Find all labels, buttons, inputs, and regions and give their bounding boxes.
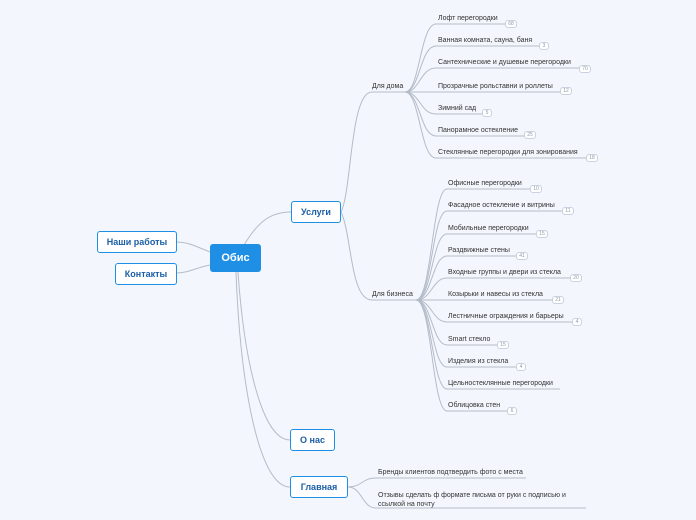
count-badge: 4 (572, 318, 582, 326)
node-services[interactable]: Услуги (291, 201, 341, 223)
topic-home-item[interactable]: Лофт перегородки (438, 15, 498, 22)
topic-business-item[interactable]: Изделия из стекла (448, 358, 509, 365)
sub-business[interactable]: Для бизнеса (372, 291, 413, 298)
count-badge: 18 (586, 154, 598, 162)
node-main-page[interactable]: Главная (290, 476, 348, 498)
count-badge: 4 (516, 363, 526, 371)
count-badge: 70 (579, 65, 591, 73)
root-label: Обис (221, 252, 250, 264)
topic-business-item[interactable]: Лестничные ограждения и барьеры (448, 313, 564, 320)
topic-business-item[interactable]: Раздвижные стены (448, 247, 510, 254)
topic-business-item[interactable]: Облицовка стен (448, 402, 501, 409)
count-badge: 41 (516, 252, 528, 260)
node-contacts[interactable]: Контакты (115, 263, 177, 285)
topic-home-item[interactable]: Панорамное остекление (438, 127, 519, 134)
topic-business-item[interactable]: Фасадное остекление и витрины (448, 202, 555, 209)
count-badge: 21 (552, 296, 564, 304)
node-about[interactable]: О нас (290, 429, 335, 451)
count-badge: 15 (536, 230, 548, 238)
count-badge: 11 (562, 207, 574, 215)
topic-business-item[interactable]: Цельностеклянные перегородки (448, 380, 553, 387)
note-reviews-line2: ссылкой на почту (378, 501, 435, 508)
note-reviews[interactable]: Отзывы сделать ф формате письма от руки … (378, 491, 566, 509)
link-main-note2 (347, 486, 586, 509)
count-badge: 10 (530, 185, 542, 193)
link-services-home (340, 91, 405, 213)
link-services-business (340, 211, 416, 301)
node-about-label: О нас (300, 435, 325, 445)
link-root-about (237, 271, 291, 441)
topic-home-item[interactable]: Прозрачные рольставни и роллеты (438, 83, 553, 90)
topic-business-item[interactable]: Козырьки и навесы из стекла (448, 291, 543, 298)
count-badge: 20 (570, 274, 582, 282)
node-main-page-label: Главная (300, 482, 338, 492)
count-badge: 6 (507, 407, 517, 415)
link-root-portfolio (175, 241, 211, 253)
count-badge: 15 (497, 341, 509, 349)
count-badge: 5 (482, 109, 492, 117)
topic-business-item[interactable]: Smart стекло (448, 336, 491, 343)
count-badge: 25 (524, 131, 536, 139)
topic-home-item[interactable]: Зимний сад (438, 105, 477, 112)
note-clients-brands[interactable]: Бренды клиентов подтвердить фото с места (378, 469, 523, 476)
node-portfolio-label: Наши работы (106, 237, 168, 247)
link-root-main (235, 271, 291, 488)
count-badge: 3 (539, 42, 549, 50)
count-badge: 68 (505, 20, 517, 28)
topic-business-item[interactable]: Офисные перегородки (448, 180, 522, 187)
link-root-contacts (175, 264, 211, 274)
root-node[interactable]: Обис (210, 244, 261, 272)
note-reviews-line1: Отзывы сделать ф формате письма от руки … (378, 492, 566, 499)
topic-home-item[interactable]: Стеклянные перегородки для зонирования (438, 149, 578, 156)
topic-home-item[interactable]: Ванная комната, сауна, баня (438, 37, 533, 44)
topic-business-item[interactable]: Входные группы и двери из стекла (448, 269, 561, 276)
link-root-services (243, 211, 292, 246)
topic-business-item[interactable]: Мобильные перегородки (448, 225, 529, 232)
count-badge: 12 (560, 87, 572, 95)
node-portfolio[interactable]: Наши работы (97, 231, 177, 253)
sub-home[interactable]: Для дома (372, 83, 404, 90)
topic-home-item[interactable]: Сантехнические и душевые перегородки (438, 59, 571, 66)
node-contacts-label: Контакты (124, 269, 168, 279)
link-main-note1 (347, 477, 526, 488)
node-services-label: Услуги (301, 207, 331, 217)
